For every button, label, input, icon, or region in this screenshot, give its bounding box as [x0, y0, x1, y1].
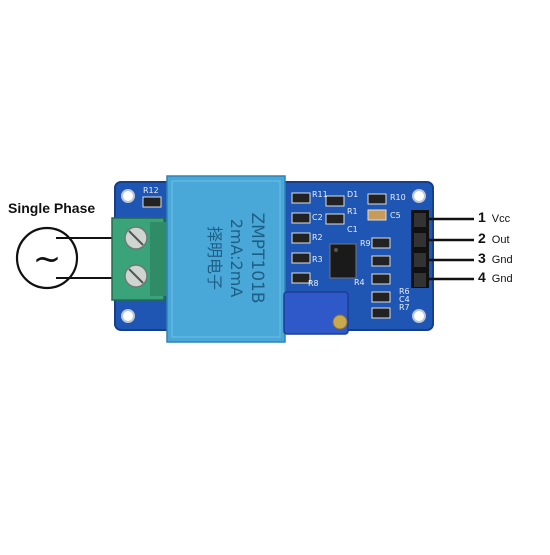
pin-label-1: 1 Vcc: [478, 209, 510, 225]
transformer-brand: 择明电子: [205, 226, 224, 290]
transformer-model: ZMPT101B: [247, 212, 267, 303]
resistor-icon: [325, 195, 345, 207]
silk-label: R8: [308, 279, 319, 288]
pin-label-4: 4 Gnd: [478, 269, 513, 285]
silkscreen-labels: R12 R11 D1 R10 C2 R1 C5 R2 C1 R3 R9 R8 R…: [143, 186, 410, 312]
silk-label: C5: [390, 211, 401, 220]
mounting-hole-icon: [412, 309, 426, 323]
header-pin: [414, 253, 426, 267]
screw-terminal: [111, 217, 168, 301]
input-label: Single Phase: [8, 200, 96, 216]
capacitor-icon: [367, 209, 387, 221]
resistor-icon: [291, 252, 311, 264]
resistor-icon: [367, 193, 387, 205]
smd-components: [142, 192, 391, 319]
pin-name: Out: [491, 234, 510, 246]
resistor-icon: [371, 307, 391, 319]
pin-number: 3: [478, 250, 486, 266]
potentiometer-body: [283, 291, 349, 335]
header-housing: [411, 210, 429, 288]
potentiometer: [283, 291, 349, 335]
trim-screw-icon: [332, 314, 348, 330]
pin-name: Vcc: [491, 213, 511, 225]
pin-number: 2: [478, 230, 486, 246]
pin-name: Gnd: [491, 273, 513, 285]
mounting-hole-icon: [121, 309, 135, 323]
mounting-hole-icon: [412, 189, 426, 203]
silk-label: R7: [399, 303, 410, 312]
header-pin: [414, 273, 426, 287]
screw-slot: [128, 268, 144, 284]
resistor-icon: [325, 213, 345, 225]
header-pin: [414, 233, 426, 247]
pin-label-2: 2 Out: [478, 230, 510, 246]
pin-name: Gnd: [491, 254, 513, 266]
pin-number: 1: [478, 209, 486, 225]
silk-label: R10: [390, 193, 406, 202]
resistor-icon: [371, 273, 391, 285]
silk-label: R1: [347, 207, 358, 216]
resistor-icon: [371, 255, 391, 267]
silk-label: R12: [143, 186, 159, 195]
opamp-chip-icon: [329, 243, 357, 279]
silk-label: C4: [399, 295, 410, 304]
transformer-inner: [171, 180, 281, 338]
silk-label: R9: [360, 239, 371, 248]
resistor-icon: [291, 212, 311, 224]
silk-label: R2: [312, 233, 323, 242]
header-pin: [414, 213, 426, 227]
pin-header: [411, 210, 474, 288]
silk-label: C2: [312, 213, 323, 222]
silk-label: R6: [399, 287, 410, 296]
transformer-rating: 2mA:2mA: [227, 219, 246, 298]
transformer: ZMPT101B 2mA:2mA 择明电子: [166, 175, 286, 343]
ac-wave-icon: ~: [33, 239, 62, 279]
chip-dot: [334, 248, 338, 252]
screw-slot: [128, 230, 144, 246]
silk-label: D1: [347, 190, 358, 199]
silk-label: R11: [312, 190, 328, 199]
resistor-icon: [291, 192, 311, 204]
silk-label: C1: [347, 225, 358, 234]
ac-source: ~: [15, 226, 125, 290]
mounting-hole-icon: [121, 189, 135, 203]
resistor-icon: [291, 232, 311, 244]
pin-number: 4: [478, 269, 486, 285]
resistor-icon: [371, 291, 391, 303]
pin-label-3: 3 Gnd: [478, 250, 513, 266]
terminal-side: [150, 222, 168, 296]
ac-source-circle: [15, 226, 79, 290]
transformer-body: [166, 175, 286, 343]
silk-label: R4: [354, 278, 365, 287]
resistor-icon: [291, 272, 311, 284]
resistor-icon: [142, 196, 162, 208]
silk-label: R3: [312, 255, 323, 264]
resistor-icon: [371, 237, 391, 249]
